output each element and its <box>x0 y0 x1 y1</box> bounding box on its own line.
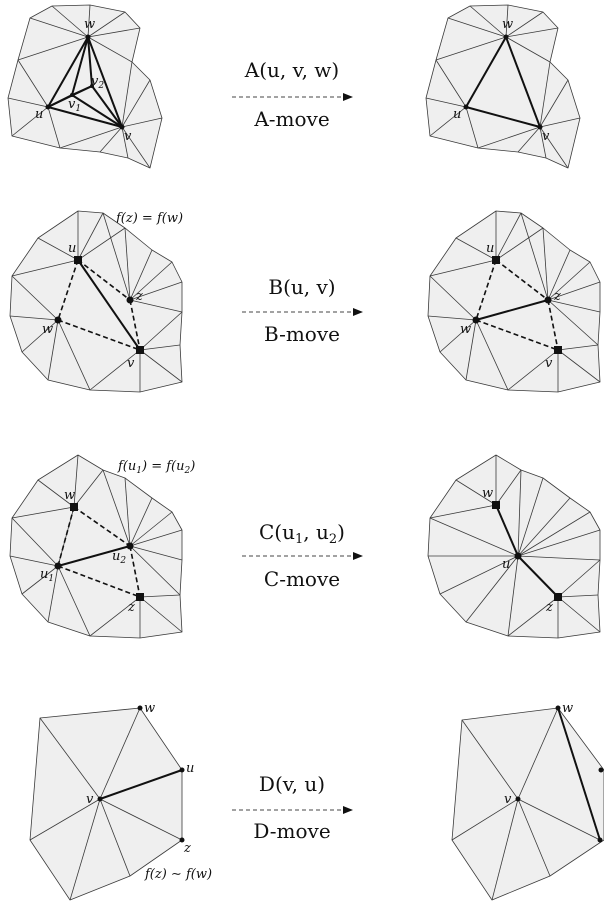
b-move-label: B-move <box>264 322 340 346</box>
d-right-label-v: v <box>504 792 512 807</box>
b-operator: B(u, v) <box>268 275 335 299</box>
a-right-mesh <box>425 4 581 169</box>
d-move-label: D-move <box>253 819 330 843</box>
b-left-label-z: z <box>135 289 143 304</box>
d-left-label-u: u <box>186 761 194 776</box>
b-left-label-u: u <box>68 241 76 256</box>
c-right-mesh <box>427 454 601 639</box>
a-operator: A(u, v, w) <box>244 58 339 82</box>
a-move-label: A-move <box>253 107 329 131</box>
a-left-mesh <box>7 4 163 169</box>
a-right-label-w: w <box>502 17 513 32</box>
c-move-label: C-move <box>264 567 340 591</box>
row-c: f(u1) = f(u2) <box>9 454 601 639</box>
d-left-mesh <box>29 705 185 901</box>
a-left-label-u: u <box>35 107 43 122</box>
a-left-label-w: w <box>84 17 95 32</box>
d-note: f(z) ∼ f(w) <box>144 867 212 882</box>
b-note: f(z) = f(w) <box>115 211 183 226</box>
c-right-label-u: u <box>502 557 510 572</box>
c-left-mesh <box>9 454 183 639</box>
row-d: w u v z f(z) ∼ f(w) D(v, u) D-move w v <box>29 701 604 901</box>
c-left-label-u2: u2 <box>112 549 126 566</box>
row-a: w u v v1 v2 A(u, v, w) A-move <box>7 4 581 169</box>
c-left-label-u1: u1 <box>40 567 54 584</box>
d-left-label-z: z <box>183 841 191 856</box>
c-left-label-z: z <box>127 600 135 615</box>
c-right-label-w: w <box>482 486 493 501</box>
c-operator: C(u1, u2) <box>259 520 345 547</box>
d-left-label-v: v <box>86 792 94 807</box>
d-operator: D(v, u) <box>259 772 325 796</box>
b-right-mesh <box>427 210 601 393</box>
b-left-label-w: w <box>42 322 53 337</box>
a-left-label-v2: v2 <box>91 74 104 91</box>
b-right-label-v: v <box>545 356 553 371</box>
b-right-label-u: u <box>486 241 494 256</box>
a-left-label-v1: v1 <box>68 97 81 114</box>
b-right-label-w: w <box>460 322 471 337</box>
d-left-label-w: w <box>144 701 155 716</box>
d-right-label-w: w <box>562 701 573 716</box>
b-right-label-z: z <box>553 289 561 304</box>
row-b: f(z) = f(w) <box>9 210 601 393</box>
a-right-label-u: u <box>453 107 461 122</box>
c-left-label-w: w <box>64 488 75 503</box>
c-note: f(u1) = f(u2) <box>117 459 195 476</box>
c-right-label-z: z <box>545 600 553 615</box>
b-left-label-v: v <box>127 356 135 371</box>
a-right-label-v: v <box>542 129 550 144</box>
b-left-mesh <box>9 210 183 393</box>
a-left-label-v: v <box>124 129 132 144</box>
d-right-mesh <box>451 705 604 901</box>
